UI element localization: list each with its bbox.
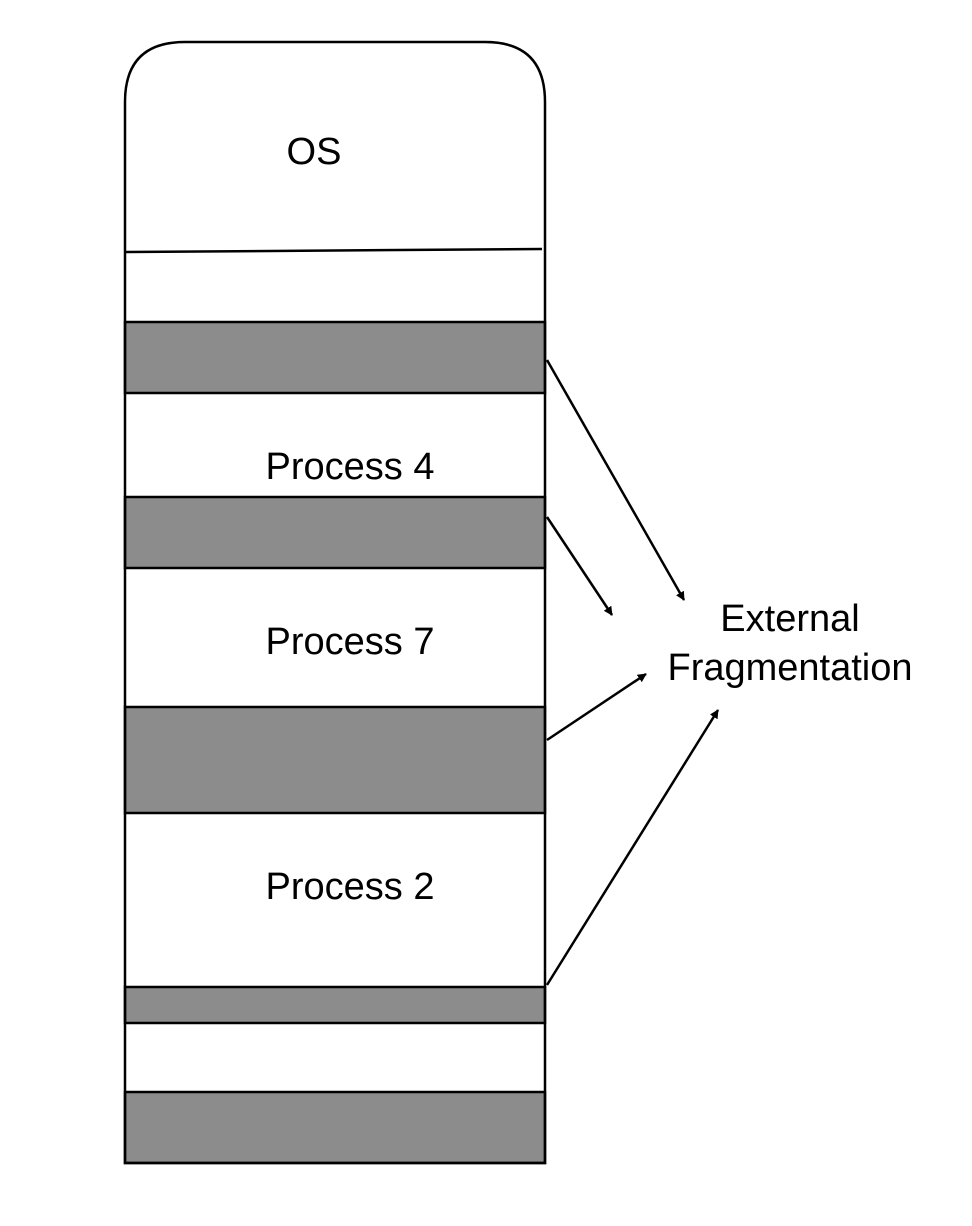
- arrow-4: [545, 709, 720, 986]
- free-block-1: [123, 320, 547, 395]
- free-block-2: [123, 495, 547, 570]
- free-block-5: [123, 1090, 547, 1165]
- annotation-line-2: Fragmentation: [667, 647, 912, 689]
- process-4-label: Process 4: [266, 446, 435, 488]
- free-block-3: [123, 705, 547, 815]
- os-label: OS: [287, 131, 342, 173]
- os-divider: [124, 247, 543, 254]
- arrow-1: [545, 359, 686, 601]
- arrow-2: [545, 516, 614, 616]
- annotation-line-1: External: [720, 598, 859, 640]
- arrow-3: [546, 672, 647, 742]
- memory-column: [123, 40, 547, 1165]
- process-2-label: Process 2: [266, 866, 435, 908]
- free-block-4: [123, 985, 547, 1025]
- process-7-label: Process 7: [266, 621, 435, 663]
